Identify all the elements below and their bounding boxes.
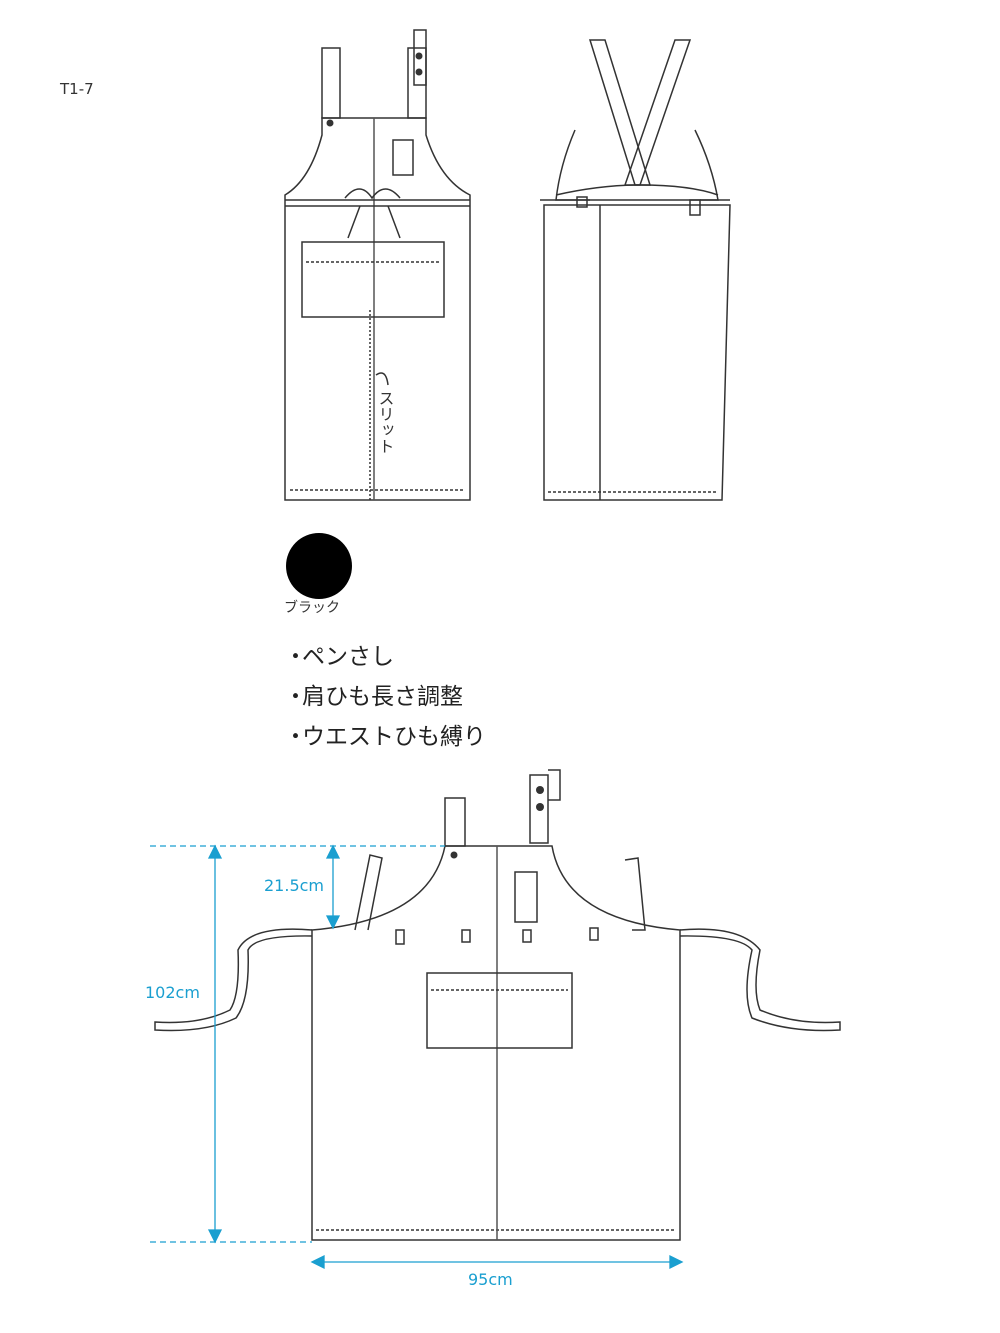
back-apron-body [543, 204, 731, 501]
strap-adjuster [413, 29, 427, 86]
width-label: 95cm [468, 1270, 513, 1289]
dim-apron-body [311, 845, 681, 1241]
length-label: 102cm [145, 983, 200, 1002]
dim-front-pocket [426, 972, 573, 1049]
back-left-strap [588, 39, 652, 186]
dimension-drawing: 21.5cm 102cm 95cm [145, 769, 841, 1289]
dim-pen-pocket [514, 871, 538, 923]
dim-left-strap [444, 797, 466, 847]
front-pen-pocket [392, 139, 414, 176]
feature-item: ・ウエストひも縛り [284, 724, 486, 750]
strap-drop-label: 21.5cm [264, 876, 324, 895]
front-waist-tie [285, 199, 470, 207]
product-code: T1-7 [60, 80, 94, 98]
feature-item: ・肩ひも長さ調整 [284, 684, 463, 710]
front-apron-body [284, 117, 471, 501]
front-view-drawing: スリット [284, 29, 731, 501]
front-pocket [301, 241, 445, 318]
back-right-strap [623, 39, 692, 186]
front-left-strap [321, 47, 341, 119]
dim-right-waist-tie [679, 928, 841, 1032]
color-swatch-black [286, 533, 352, 599]
front-bow [344, 188, 401, 200]
color-swatch-label: ブラック [284, 600, 340, 616]
dim-left-waist-tie [154, 928, 313, 1032]
feature-item: ・ペンさし [284, 644, 394, 670]
slit-label: スリット [376, 390, 395, 454]
dim-strap-adjuster [529, 774, 549, 844]
back-view-drawing [540, 39, 731, 501]
